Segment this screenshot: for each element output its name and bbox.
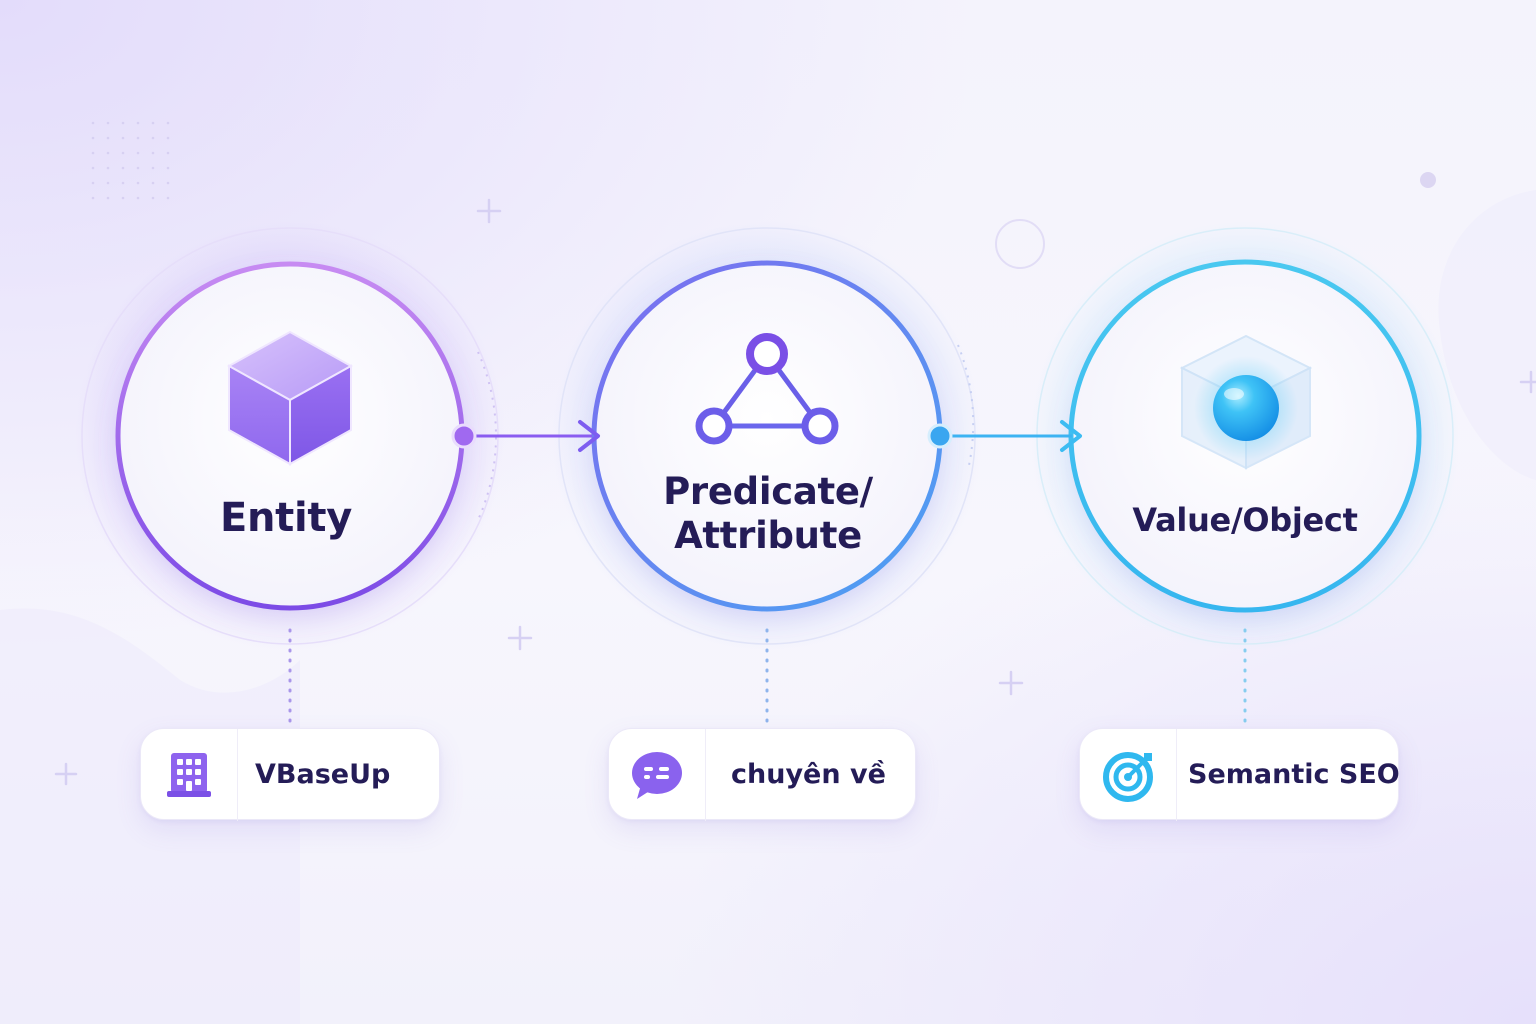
predicate-chip[interactable]: chuyên về <box>608 728 916 821</box>
predicate-inner-disc <box>594 263 940 609</box>
dot-decoration <box>1420 172 1436 188</box>
entity-node[interactable] <box>75 221 505 651</box>
connector-dot <box>927 423 953 449</box>
value-node[interactable] <box>1030 221 1460 651</box>
predicate-chip-text: chuyên về <box>731 759 886 790</box>
predicate-node[interactable] <box>552 221 982 651</box>
entity-chip[interactable]: VBaseUp <box>140 728 440 821</box>
value-chip[interactable]: Semantic SEO <box>1079 728 1400 821</box>
dot-grid <box>80 115 180 200</box>
wave-shape <box>0 608 300 1024</box>
sphere-in-cube-icon <box>1179 334 1313 470</box>
plus-decoration <box>507 625 533 651</box>
connector-entity-predicate <box>451 420 600 452</box>
ring-decoration <box>995 219 1045 269</box>
plus-decoration <box>476 198 502 224</box>
wave-shape-right <box>1438 190 1536 480</box>
target-icon <box>1080 729 1177 821</box>
triangle-graph-icon <box>695 333 839 445</box>
cube-icon <box>226 330 354 466</box>
value-label: Value/Object <box>1132 501 1358 539</box>
connector-predicate-value <box>927 420 1082 452</box>
predicate-label-line2: Attribute <box>674 514 862 557</box>
predicate-label-line1: Predicate/ <box>663 470 873 513</box>
plus-decoration <box>998 670 1024 696</box>
predicate-dashed-arc <box>957 344 975 471</box>
predicate-label: Predicate/ Attribute <box>618 470 918 558</box>
entity-label: Entity <box>219 495 353 541</box>
building-icon <box>141 729 238 821</box>
chat-bubble-icon <box>609 729 706 821</box>
connector-dot <box>451 423 477 449</box>
entity-chip-text: VBaseUp <box>255 759 391 790</box>
value-chip-text: Semantic SEO <box>1188 759 1400 790</box>
plus-decoration <box>54 762 78 786</box>
plus-decoration <box>1519 370 1536 394</box>
